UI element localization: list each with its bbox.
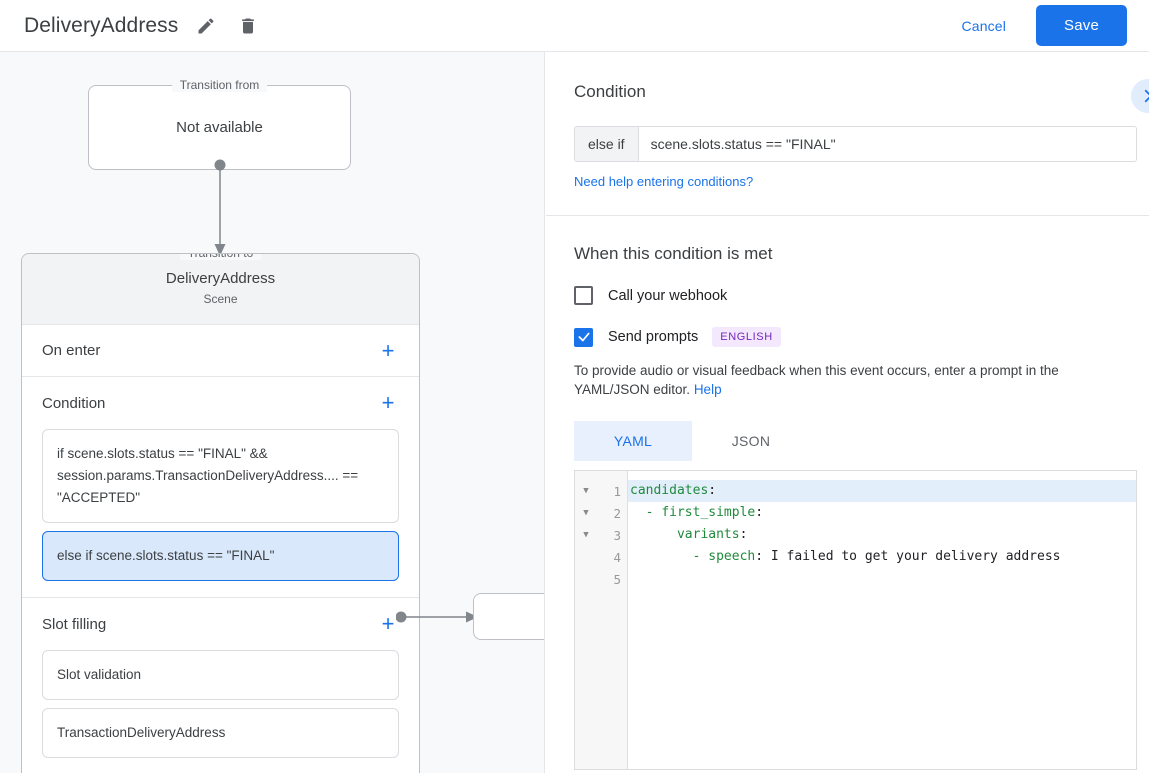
line-number: 3 xyxy=(613,527,621,543)
panel-divider xyxy=(546,215,1149,216)
code-line[interactable]: - speech: I failed to get your delivery … xyxy=(628,546,1136,568)
gutter-row: ▼ 2 xyxy=(575,502,627,524)
section-label-condition: Condition xyxy=(42,394,106,412)
line-number: 1 xyxy=(613,483,621,499)
code-line[interactable]: - first_simple: xyxy=(628,502,1136,524)
yaml-value: I failed to get your delivery address xyxy=(763,549,1061,564)
fold-caret-icon[interactable]: ▼ xyxy=(583,486,589,496)
section-slot-filling: Slot filling + Slot validation Transacti… xyxy=(22,598,419,773)
fold-caret-icon[interactable]: ▼ xyxy=(583,530,589,540)
code-line[interactable]: candidates: xyxy=(628,480,1136,502)
editor-format-tabs: YAML JSON xyxy=(574,421,1121,461)
yaml-key: speech xyxy=(708,549,756,564)
trash-icon[interactable] xyxy=(234,12,262,40)
page-title: DeliveryAddress xyxy=(24,13,179,37)
gutter-row: 4 xyxy=(575,546,627,568)
section-label-slot-filling: Slot filling xyxy=(42,615,107,633)
condition-help-link[interactable]: Need help entering conditions? xyxy=(574,174,754,189)
gutter-row: 5 xyxy=(575,568,627,590)
prompt-help-text: To provide audio or visual feedback when… xyxy=(574,361,1134,399)
yaml-key: first_simple xyxy=(661,505,756,520)
transition-from-node[interactable]: Transition from Not available xyxy=(88,78,351,170)
condition-prefix-label: else if xyxy=(575,127,639,161)
prompt-help-link[interactable]: Help xyxy=(693,382,722,397)
slot-item[interactable]: TransactionDeliveryAddress xyxy=(42,708,399,758)
scene-type: Scene xyxy=(203,292,238,306)
yaml-key: candidates xyxy=(630,483,709,498)
graph-panel: Transition from Not available Transition… xyxy=(0,52,545,773)
condition-item[interactable]: if scene.slots.status == "FINAL" && sess… xyxy=(42,429,399,523)
send-prompts-checkbox[interactable] xyxy=(574,327,593,347)
cancel-button[interactable]: Cancel xyxy=(948,9,1020,43)
outgoing-target-node[interactable] xyxy=(473,593,544,640)
gutter-row: ▼ 1 xyxy=(575,480,627,502)
transition-from-value: Not available xyxy=(176,119,263,136)
yaml-colon: : xyxy=(708,483,717,498)
tab-yaml[interactable]: YAML xyxy=(574,421,692,461)
fold-caret-icon[interactable]: ▼ xyxy=(583,508,589,518)
add-on-enter-button[interactable]: + xyxy=(381,337,395,363)
scene-name: DeliveryAddress xyxy=(165,270,276,287)
webhook-row[interactable]: Call your webhook xyxy=(574,286,1121,305)
gutter-row: ▼ 3 xyxy=(575,524,627,546)
save-button[interactable]: Save xyxy=(1036,5,1127,46)
transition-to-node[interactable]: Transition to DeliveryAddress Scene On e… xyxy=(21,253,420,773)
condition-detail-panel: Condition else if Need help entering con… xyxy=(546,52,1149,773)
top-bar-actions: Cancel Save xyxy=(948,5,1149,46)
language-badge: ENGLISH xyxy=(712,327,781,347)
check-icon xyxy=(577,332,590,342)
condition-edge-arrow-icon xyxy=(396,611,478,623)
call-webhook-checkbox[interactable] xyxy=(574,286,593,305)
prompt-help-sentence: To provide audio or visual feedback when… xyxy=(574,363,1059,397)
slot-validation-item[interactable]: Slot validation xyxy=(42,650,399,700)
section-condition: Condition + if scene.slots.status == "FI… xyxy=(22,377,419,598)
condition-expression-input[interactable] xyxy=(638,127,1136,161)
call-webhook-label: Call your webhook xyxy=(608,287,728,304)
tab-json[interactable]: JSON xyxy=(731,433,771,449)
transition-to-legend: Transition to xyxy=(179,254,262,260)
condition-panel-title: Condition xyxy=(574,82,646,101)
code-line[interactable]: variants: xyxy=(628,524,1136,546)
send-prompts-row[interactable]: Send prompts ENGLISH xyxy=(574,327,1121,347)
add-slot-filling-button[interactable]: + xyxy=(381,611,395,636)
transition-from-legend: Transition from xyxy=(171,78,268,92)
section-on-enter: On enter + xyxy=(22,325,419,377)
line-number: 5 xyxy=(613,571,621,587)
yaml-dash: - xyxy=(692,549,709,564)
add-condition-button[interactable]: + xyxy=(381,390,395,415)
condition-input-row[interactable]: else if xyxy=(574,126,1137,162)
condition-section: Condition else if Need help entering con… xyxy=(546,52,1149,215)
editor-code-area[interactable]: candidates: - first_simple: variants: - … xyxy=(628,471,1136,769)
chevron-right-icon[interactable] xyxy=(1131,79,1149,113)
code-line[interactable] xyxy=(628,568,1136,590)
when-condition-met-section: When this condition is met Call your web… xyxy=(546,216,1149,770)
line-number: 2 xyxy=(613,505,621,521)
yaml-colon: : xyxy=(755,505,764,520)
line-number: 4 xyxy=(613,549,621,565)
scene-header: DeliveryAddress Scene xyxy=(22,254,419,325)
condition-item-selected[interactable]: else if scene.slots.status == "FINAL" xyxy=(42,531,399,581)
yaml-key: variants xyxy=(676,527,740,542)
graph-canvas[interactable]: Transition from Not available Transition… xyxy=(0,52,544,773)
editor-gutter: ▼ 1 ▼ 2 ▼ 3 4 5 xyxy=(575,471,628,769)
section-label-on-enter: On enter xyxy=(42,342,101,359)
pencil-icon[interactable] xyxy=(192,12,220,40)
yaml-editor[interactable]: ▼ 1 ▼ 2 ▼ 3 4 5 candidates xyxy=(574,470,1137,770)
send-prompts-label: Send prompts xyxy=(608,329,699,345)
when-met-title: When this condition is met xyxy=(574,244,773,263)
yaml-colon: : xyxy=(755,549,764,564)
yaml-dash: - xyxy=(645,505,662,520)
yaml-colon: : xyxy=(739,527,748,542)
top-app-bar: DeliveryAddress Cancel Save xyxy=(0,0,1149,52)
connector-arrow-icon xyxy=(214,159,226,256)
